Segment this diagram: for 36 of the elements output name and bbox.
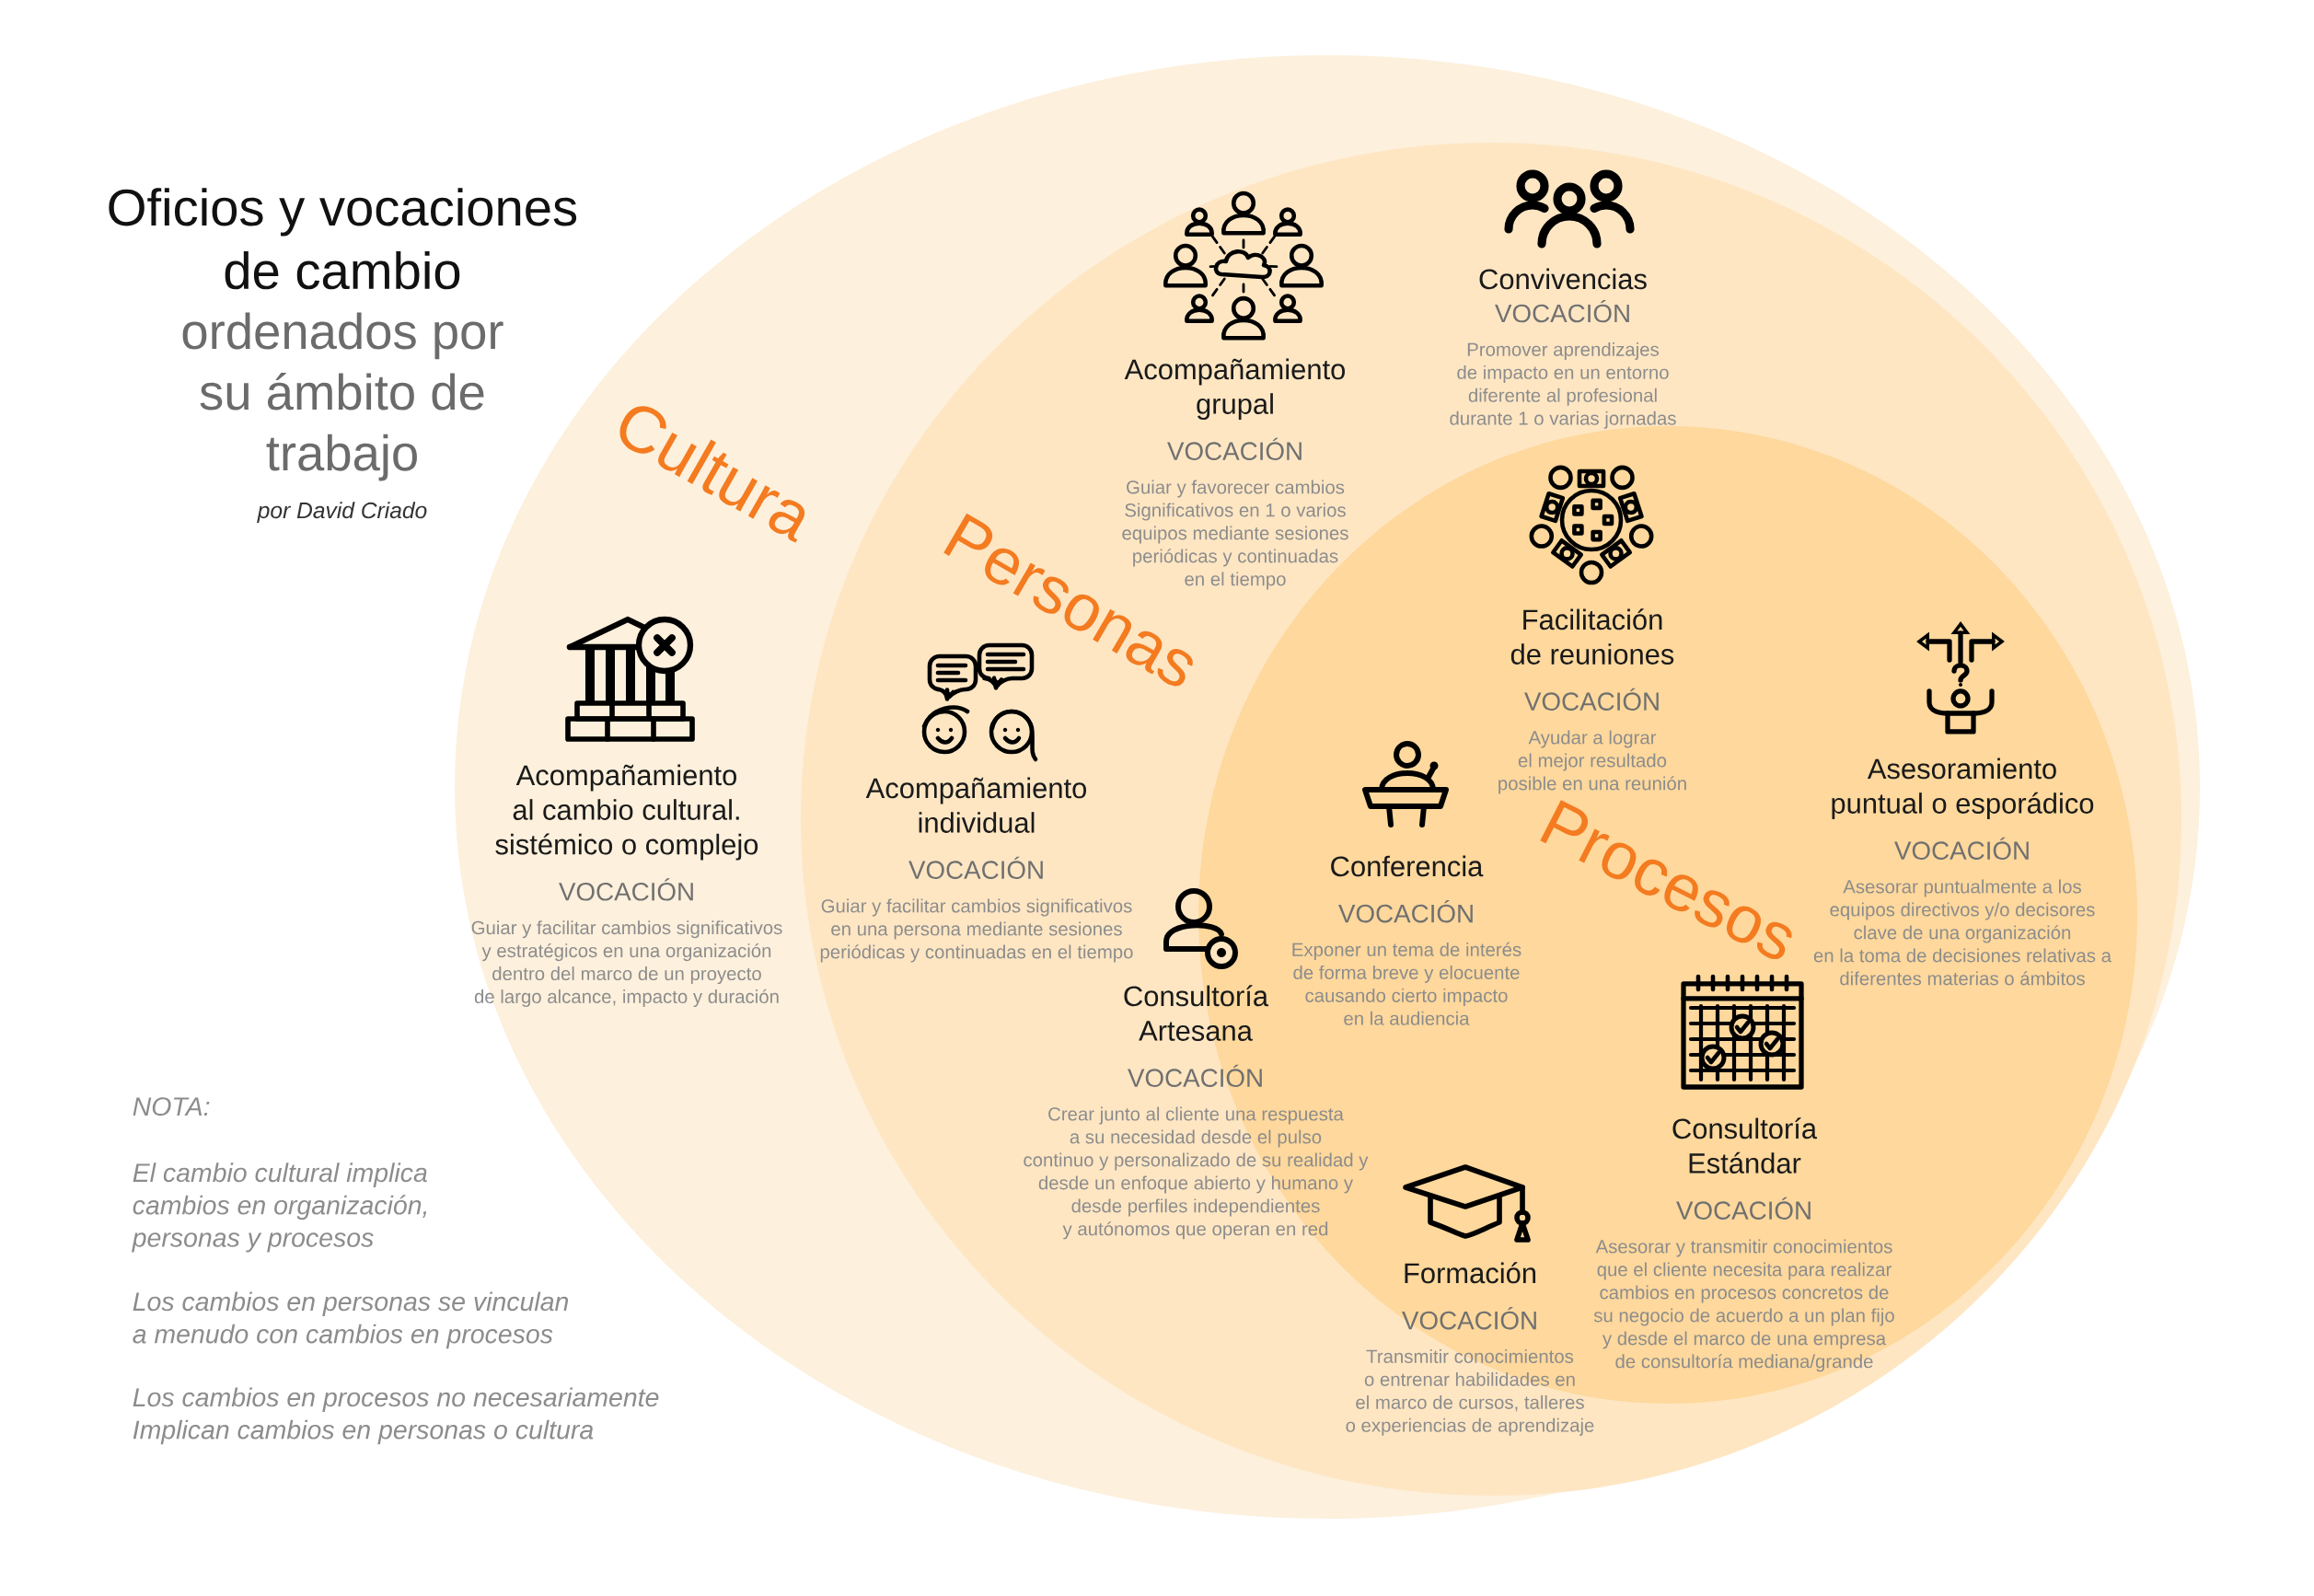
description: Guiar y facilitar cambios significativos en una persona mediante sesiones periódicas y continuadas en el tiempo: [820, 898, 1133, 963]
job-title: Convivencias: [1479, 268, 1647, 290]
byline: por David Criado: [257, 502, 427, 524]
job-title: Acompañamiento al cambio cultural. sistémico o complejo: [495, 764, 758, 861]
subheading: VOCACIÓN: [1338, 900, 1473, 923]
description: Asesorar y transmitir conocimientos que el cliente necesita para realizar cambios en procesos concretos de su negocio de acuerdo a un plan fijo y desde el marco de una empresa de consultoría mediana/grande: [1593, 1239, 1894, 1372]
description: Transmitir conocimientos o entrenar habilidades en el marco de cursos, talleres o experiencias de aprendizaje: [1346, 1349, 1594, 1436]
subheading: VOCACIÓN: [1128, 1064, 1262, 1088]
job-title: Facilitación de reuniones: [1510, 608, 1674, 665]
job-title: Consultoría Artesana: [1124, 985, 1269, 1041]
title: Oficios y vocaciones de cambio: [109, 188, 577, 290]
job-title: Conferencia: [1331, 855, 1484, 877]
description: Exponer un tema de interés de forma breve y elocuente causando cierto impacto en la audiencia: [1292, 942, 1521, 1025]
subheading: VOCACIÓN: [908, 856, 1043, 880]
subheading: VOCACIÓN: [1524, 688, 1659, 711]
description: Promover aprendizajes de impacto en un entorno diferente al profesional durante 1 o varias jornadas: [1450, 341, 1676, 429]
description: Asesorar puntualmente a los equipos directivos y/o decisores clave de una organización en la toma de decisiones relativas a diferentes materias o ámbitos: [1813, 879, 2112, 986]
subheading: VOCACIÓN: [1495, 300, 1629, 323]
subtitle: ordenados por su ámbito de trabajo: [182, 312, 503, 481]
note-text: Los cambios en personas se vinculan a menudo con cambios en procesos: [133, 1291, 569, 1349]
job-title: Formación: [1405, 1262, 1536, 1284]
description: Ayudar a lograr el mejor resultado posible en una reunión: [1498, 730, 1686, 794]
description: Guiar y facilitar cambios significativos y estratégicos en una organización dentro del marco de un proyecto de largo alcance, impacto y duración: [471, 920, 782, 1008]
job-title: Asesoramiento puntual o esporádico: [1832, 758, 2094, 820]
subheading: VOCACIÓN: [559, 878, 693, 901]
job-title: Consultoría Estándar: [1672, 1117, 1818, 1174]
job-title: Acompañamiento grupal: [1124, 358, 1345, 421]
note-heading: NOTA:: [133, 1097, 210, 1116]
subheading: VOCACIÓN: [1894, 837, 2029, 861]
subheading: VOCACIÓN: [1402, 1307, 1536, 1330]
note-text: El cambio cultural implica cambios en organización, personas y procesos: [132, 1162, 427, 1253]
subheading: VOCACIÓN: [1167, 437, 1302, 461]
subheading: VOCACIÓN: [1676, 1197, 1811, 1220]
description: Crear junto al cliente una respuesta a su necesidad desde el pulso continuo y personalizado de su realidad y desde un enfoque abierto y humano y desde perfiles independientes y autónomos que operan en red: [1024, 1106, 1369, 1240]
note-text: Los cambios en procesos no necesariamente Implican cambios en personas o cultura: [133, 1387, 659, 1445]
job-title: Acompañamiento individual: [865, 777, 1086, 833]
